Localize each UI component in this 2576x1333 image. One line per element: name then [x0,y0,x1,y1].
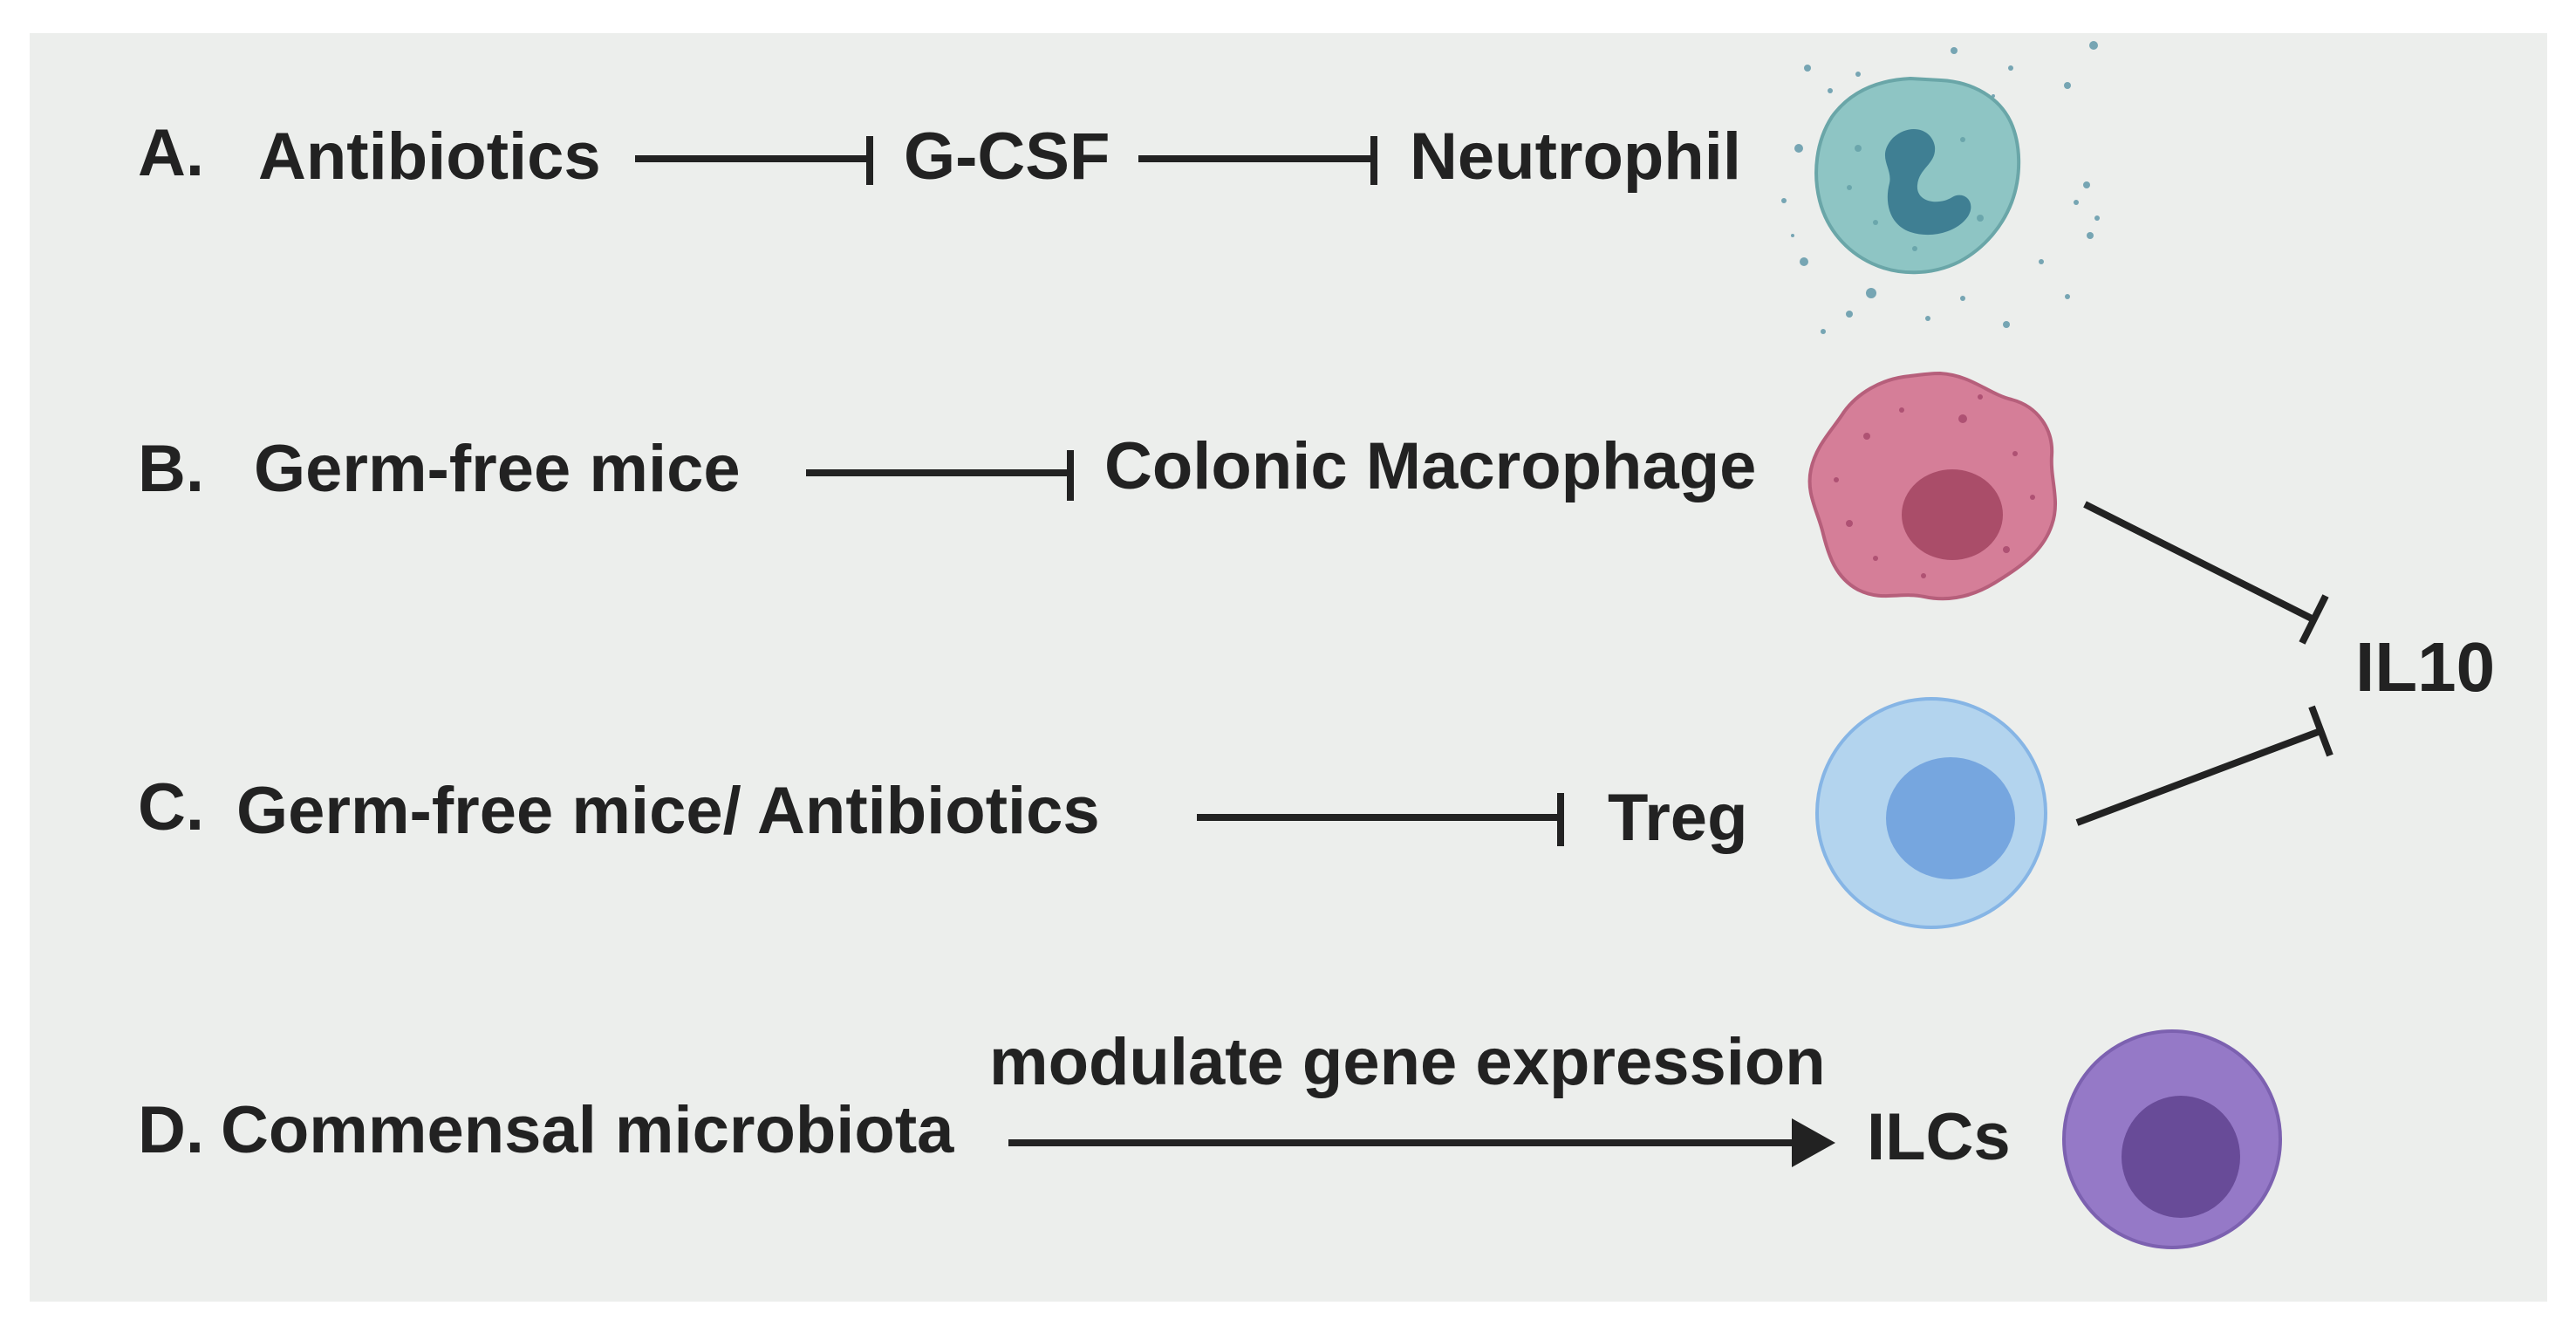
il10-label: IL10 [2355,628,2496,706]
ilc-cell-icon [2062,1029,2282,1249]
germ-free-mice-antibiotics-label: Germ-free mice/ Antibiotics [236,774,1100,848]
row-b-marker: B. [138,432,204,506]
colonic-macrophage-label: Colonic Macrophage [1104,429,1757,503]
macrophage-icon [1807,371,2058,601]
row-d-marker: D. [138,1093,204,1167]
edge-germ-free-inhibits-macrophage [806,450,1074,501]
arrowhead-icon [1792,1118,1835,1167]
edge-antibiotics-inhibits-gcsf [635,136,873,185]
edge-gcsf-inhibits-neutrophil [1138,136,1377,185]
neutrophil-label: Neutrophil [1410,120,1741,194]
neutrophil-icon [1781,41,2100,334]
commensal-microbiota-label: Commensal microbiota [221,1093,954,1167]
modulate-gene-expression-label: modulate gene expression [989,1025,1826,1099]
row-a-marker: A. [138,116,204,190]
g-csf-label: G-CSF [904,120,1110,194]
germ-free-mice-label: Germ-free mice [254,432,741,506]
antibiotics-label: Antibiotics [258,120,601,194]
edge-macrophage-inhibits-il10 [2083,501,2329,645]
row-c-marker: C. [138,770,204,844]
treg-cell-icon [1815,697,2047,929]
treg-label: Treg [1608,781,1748,855]
ilcs-label: ILCs [1867,1100,2011,1174]
edge-germfree-antibiotics-inhibits-treg [1197,793,1564,846]
edge-treg-inhibits-il10 [2075,705,2333,826]
